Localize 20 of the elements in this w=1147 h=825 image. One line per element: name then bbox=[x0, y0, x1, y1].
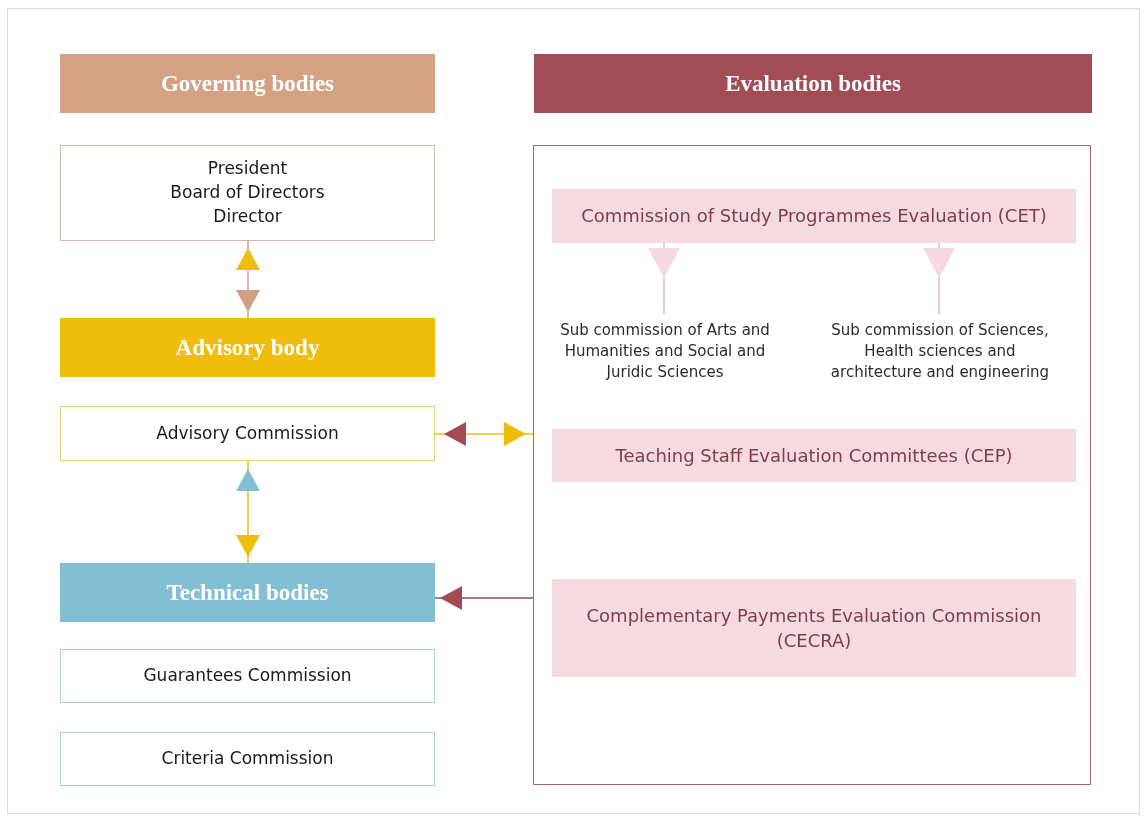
section-header: Governing bodies bbox=[60, 54, 435, 113]
section-header: Advisory body bbox=[60, 318, 435, 377]
section-header: Evaluation bodies bbox=[534, 54, 1092, 113]
section-header: Technical bodies bbox=[60, 563, 435, 622]
process-box: Complementary Payments Evaluation Commission (CECRA) bbox=[552, 579, 1076, 677]
node-text: Sub commission of Arts and Humanities and Social and Juridic Sciences bbox=[559, 320, 771, 383]
panel-box bbox=[533, 145, 1091, 785]
arrow bbox=[923, 241, 955, 315]
process-box: Guarantees Commission bbox=[60, 649, 435, 703]
arrow bbox=[434, 586, 534, 610]
arrow bbox=[434, 422, 534, 446]
node-text: Sub commission of Sciences, Health sciences and architecture and engineering bbox=[829, 320, 1051, 383]
arrow bbox=[236, 460, 260, 564]
process-box: Advisory Commission bbox=[60, 406, 435, 461]
process-box: Criteria Commission bbox=[60, 732, 435, 786]
process-box: President Board of Directors Director bbox=[60, 145, 435, 241]
arrow bbox=[648, 241, 680, 315]
process-box: Teaching Staff Evaluation Committees (CEP) bbox=[552, 429, 1076, 482]
arrow bbox=[236, 240, 260, 319]
process-box: Commission of Study Programmes Evaluation (CET) bbox=[552, 189, 1076, 243]
